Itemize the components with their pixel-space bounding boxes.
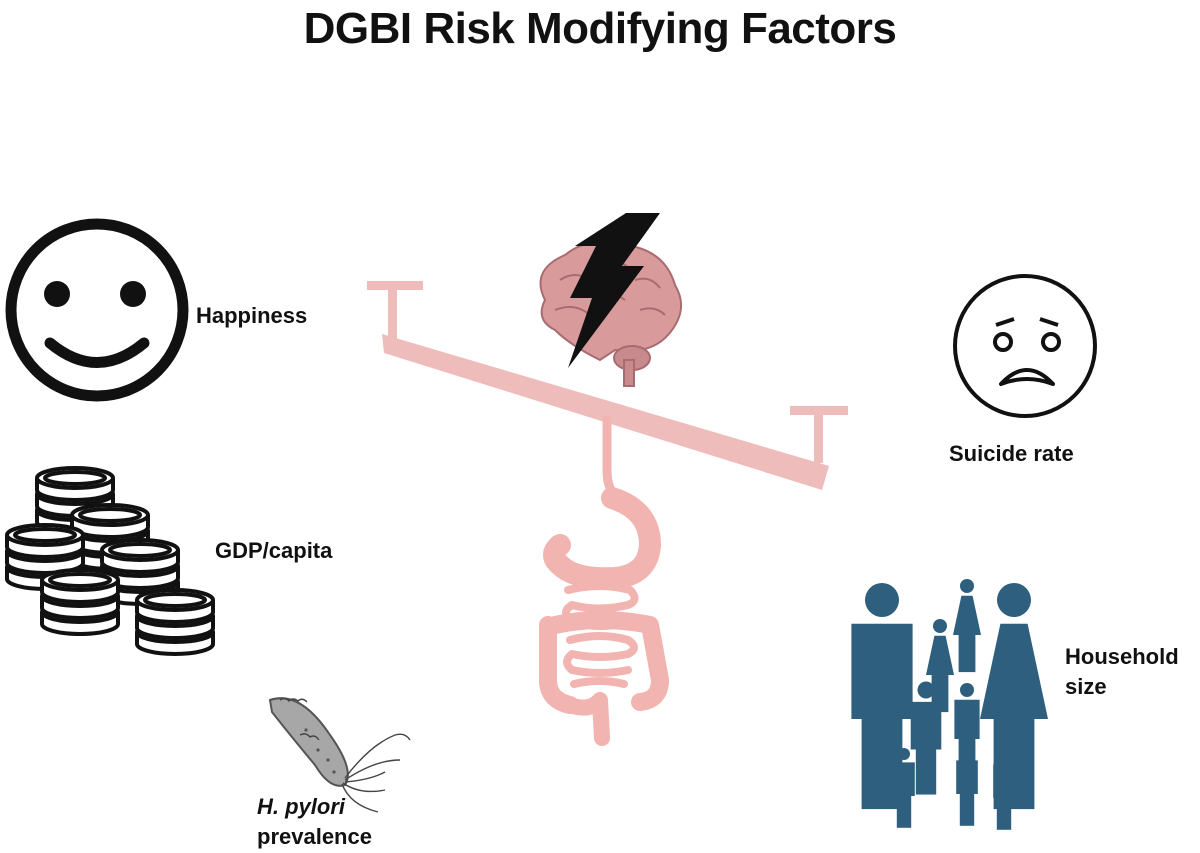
happiness-label: Happiness — [196, 303, 308, 328]
h-pylori-prevalence: prevalence — [257, 824, 372, 849]
diagram-title: DGBI Risk Modifying Factors — [303, 4, 897, 53]
household-size-label: Household size — [1065, 642, 1179, 702]
smiley-face-icon — [5, 218, 189, 402]
lightning-bolt-icon — [568, 213, 660, 368]
household-label-line2: size — [1065, 674, 1107, 699]
h-pylori-species: H. pylori — [257, 794, 346, 819]
intestine-icon — [539, 415, 669, 746]
seesaw-icon — [367, 281, 848, 490]
bacterium-icon — [268, 697, 411, 813]
household-label-line1: Household — [1065, 644, 1179, 669]
suicide-rate-label: Suicide rate — [949, 441, 1074, 466]
gdp-label: GDP/capita — [215, 538, 333, 563]
family-icon — [851, 579, 1048, 830]
h-pylori-label: H. pylori prevalence — [257, 792, 372, 852]
sad-face-icon — [953, 274, 1097, 418]
coin-stacks-icon — [5, 466, 215, 656]
